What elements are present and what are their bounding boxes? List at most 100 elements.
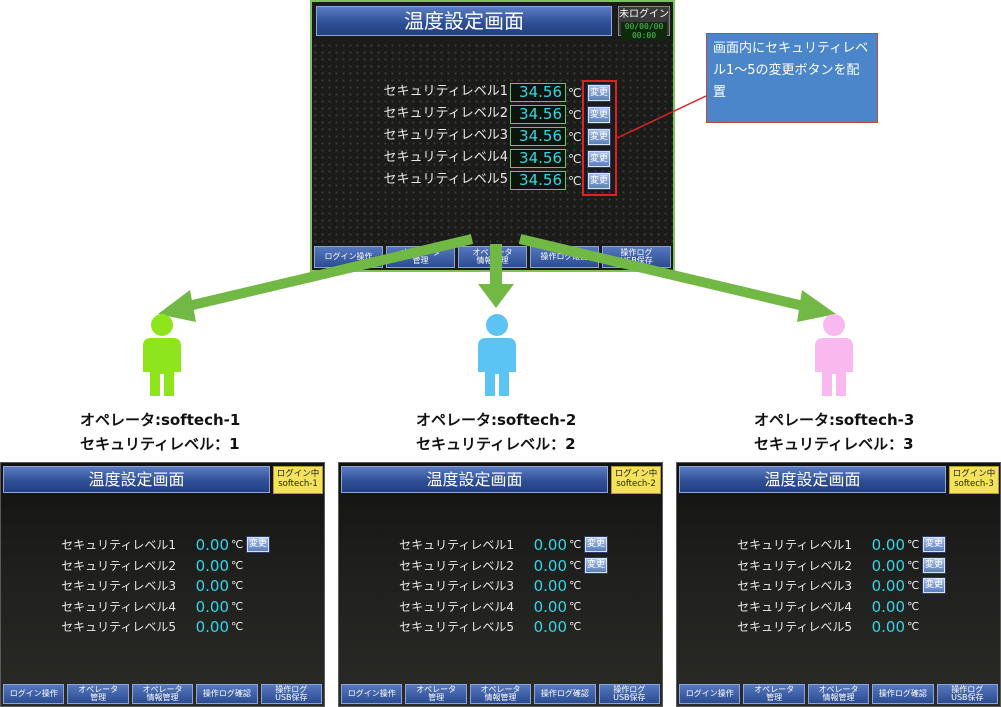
temperature-value: 0.00: [871, 536, 905, 554]
change-button[interactable]: 変更: [585, 557, 607, 573]
footer-button-5[interactable]: 操作ログ USB保存: [598, 684, 661, 704]
person-body: [815, 338, 853, 396]
setting-label: セキュリティレベル5: [737, 620, 852, 634]
temperature-value: 0.00: [195, 556, 229, 575]
setting-label: セキュリティレベル3: [737, 579, 852, 593]
main-login-status-text: 未ログイン: [619, 9, 669, 20]
footer-button-3[interactable]: オペレータ 情報管理: [131, 684, 194, 704]
unit-celsius: ℃: [231, 538, 244, 551]
temperature-value: 0.00: [533, 556, 567, 575]
person-body: [478, 338, 516, 396]
person-head: [486, 314, 508, 336]
setting-label: セキュリティレベル1: [383, 84, 509, 99]
footer-button-1[interactable]: ログイン操作: [679, 684, 741, 704]
setting-label: セキュリティレベル4: [737, 599, 852, 614]
footer-button-3[interactable]: オペレータ 情報管理: [469, 684, 532, 704]
footer-button-2[interactable]: オペレータ 管理: [405, 684, 467, 704]
footer-button-2[interactable]: オペレータ 管理: [67, 684, 129, 704]
unit-celsius: ℃: [231, 620, 244, 633]
user-caption-2: オペレータ:softech-2 セキュリティレベル：2: [416, 408, 576, 456]
footer-button-2[interactable]: オペレータ 管理: [743, 684, 805, 704]
person-icon-user-1: [143, 314, 181, 396]
change-button[interactable]: 変更: [588, 85, 610, 101]
screen-footer: ログイン操作オペレータ 管理オペレータ 情報管理操作ログ確認操作ログ USB保存: [677, 684, 1000, 706]
change-button[interactable]: 変更: [923, 578, 945, 593]
temperature-value-field[interactable]: 34.56: [510, 127, 566, 146]
setting-label: セキュリティレベル3: [399, 579, 514, 593]
unit-celsius: ℃: [569, 620, 582, 633]
security-level: セキュリティレベル：2: [416, 435, 576, 453]
footer-button-4[interactable]: 操作ログ確認: [872, 684, 934, 704]
temperature-value-field[interactable]: 34.56: [510, 105, 566, 124]
temperature-value: 0.00: [533, 577, 567, 595]
setting-label: セキュリティレベル2: [737, 558, 852, 573]
screen-title: 温度設定画面: [341, 466, 608, 493]
main-datetime: 00/00/00 00:00: [621, 21, 667, 40]
unit-celsius: ℃: [569, 579, 582, 592]
change-button[interactable]: 変更: [923, 557, 945, 573]
change-button[interactable]: 変更: [585, 537, 607, 552]
unit-celsius: ℃: [569, 599, 582, 613]
setting-label: セキュリティレベル4: [399, 599, 514, 614]
main-login-status[interactable]: 未ログイン 00/00/00 00:00: [618, 6, 670, 40]
person-body: [143, 338, 181, 396]
change-button[interactable]: 変更: [588, 107, 610, 123]
temperature-value: 0.00: [533, 597, 567, 616]
setting-label: セキュリティレベル1: [399, 538, 514, 552]
change-button[interactable]: 変更: [247, 537, 269, 552]
temperature-value: 0.00: [533, 618, 567, 636]
user-caption-3: オペレータ:softech-3 セキュリティレベル：3: [754, 408, 914, 456]
setting-label: セキュリティレベル3: [383, 128, 509, 143]
operator-name: オペレータ:softech-1: [80, 411, 241, 429]
footer-button-4[interactable]: 操作ログ確認: [196, 684, 258, 704]
unit-celsius: ℃: [907, 620, 920, 633]
callout-note: 画面内にセキュリティレベル1～5の変更ボタンを配置: [706, 33, 878, 123]
operator-name: オペレータ:softech-3: [754, 411, 915, 429]
login-status-text: ログイン中: [952, 469, 996, 479]
change-button[interactable]: 変更: [588, 173, 610, 189]
setting-label: セキュリティレベル2: [399, 558, 514, 573]
temperature-value: 0.00: [871, 597, 905, 616]
security-level: セキュリティレベル：3: [754, 435, 914, 453]
setting-label: セキュリティレベル3: [61, 579, 176, 593]
setting-label: セキュリティレベル4: [383, 150, 509, 165]
change-button[interactable]: 変更: [588, 129, 610, 145]
footer-button-5[interactable]: 操作ログ USB保存: [260, 684, 323, 704]
arrow-right: [518, 234, 836, 322]
setting-label: セキュリティレベル4: [61, 599, 176, 614]
setting-label: セキュリティレベル1: [61, 538, 176, 552]
change-button[interactable]: 変更: [588, 151, 610, 167]
main-screen-title: 温度設定画面: [316, 6, 612, 36]
temperature-value-field[interactable]: 34.56: [510, 83, 566, 102]
footer-button-1[interactable]: ログイン操作: [341, 684, 403, 704]
operator-name: オペレータ:softech-2: [416, 411, 577, 429]
login-status-text: ログイン中: [614, 469, 658, 479]
temperature-value-field[interactable]: 34.56: [510, 149, 566, 168]
main-screen-body: [312, 42, 673, 244]
setting-label: セキュリティレベル5: [399, 620, 514, 634]
temperature-value: 0.00: [195, 536, 229, 554]
temperature-value: 0.00: [533, 536, 567, 554]
temperature-value-field[interactable]: 34.56: [510, 171, 566, 190]
screen-footer: ログイン操作オペレータ 管理オペレータ 情報管理操作ログ確認操作ログ USB保存: [339, 684, 662, 706]
footer-button-3[interactable]: オペレータ 情報管理: [807, 684, 870, 704]
user-caption-1: オペレータ:softech-1 セキュリティレベル：1: [80, 408, 240, 456]
change-button[interactable]: 変更: [923, 537, 945, 552]
unit-celsius: ℃: [568, 108, 582, 122]
setting-label: セキュリティレベル2: [61, 558, 176, 573]
footer-button-5[interactable]: 操作ログ USB保存: [936, 684, 999, 704]
arrow-center: [478, 244, 514, 308]
footer-button-4[interactable]: 操作ログ確認: [534, 684, 596, 704]
footer-button-1[interactable]: ログイン操作: [3, 684, 65, 704]
temperature-value: 0.00: [871, 577, 905, 595]
login-status-text: ログイン中: [276, 469, 320, 479]
setting-label: セキュリティレベル1: [737, 538, 852, 552]
unit-celsius: ℃: [569, 538, 582, 551]
